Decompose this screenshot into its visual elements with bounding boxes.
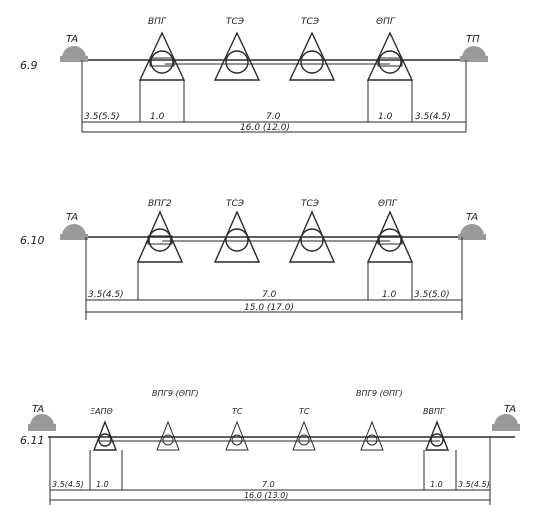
dim-label: 1.0 <box>430 480 443 489</box>
triangle-unit <box>360 420 384 451</box>
triangle-unit <box>225 420 249 451</box>
dim-label: 3.5(5.5) <box>84 112 120 122</box>
triangle-unit <box>424 420 450 451</box>
triangle-unit <box>292 420 316 451</box>
diagram-6-10: 6.10 TA TA ΒΠΓ2 ΤСЭ ΤСЭ <box>20 199 486 320</box>
diagram-6-9: 6.9 TA ТП ΒΠΓ ΤСЭ <box>20 17 488 133</box>
triangle-unit <box>92 420 118 451</box>
dim-label: 1.0 <box>382 290 397 300</box>
unit-label: ΒΒΠΓ <box>423 407 445 416</box>
end-unit-right <box>458 224 486 240</box>
end-unit-left <box>28 414 56 431</box>
unit-label: TA <box>32 404 44 415</box>
unit-label: ТП <box>466 34 480 45</box>
dim-label: 3.5(4.5) <box>415 112 451 122</box>
dim-label: 3.5(4.5) <box>88 290 124 300</box>
end-unit-right <box>492 414 520 431</box>
unit-label: TA <box>66 212 78 223</box>
dim-label: 7.0 <box>262 480 275 489</box>
unit-label: ΤСЭ <box>226 199 245 209</box>
unit-label: ΘΠΓ <box>376 17 396 27</box>
end-unit-right <box>460 46 488 62</box>
unit-label: TA <box>66 34 78 45</box>
triangle-unit <box>213 210 261 263</box>
unit-label: ΒΠΓ9 (ΘΠΓ) <box>356 389 403 398</box>
row-label: 6.9 <box>20 59 38 72</box>
triangle-unit <box>366 31 414 81</box>
row-label: 6.11 <box>20 434 45 447</box>
unit-label: ΤС <box>232 407 243 416</box>
unit-label: TA <box>504 404 516 415</box>
unit-label: ΤСЭ <box>226 17 245 27</box>
triangle-unit <box>213 31 261 81</box>
end-unit-left <box>60 224 88 240</box>
dim-label: 3.5(4.5) <box>458 480 490 489</box>
unit-label: ΒΠΓ9 (ΘΠΓ) <box>152 389 199 398</box>
triangle-unit <box>366 210 414 263</box>
diagram-6-11: 6.11 TA TA ΞΑΠΘ ΒΠΓ9 (ΘΠΓ) ΤС <box>20 389 520 505</box>
total-dim-label: 15.0 (17.0) <box>244 303 294 313</box>
triangle-unit <box>156 420 180 451</box>
total-dim-label: 16.0 (13.0) <box>244 491 288 500</box>
unit-label: ΤСЭ <box>301 17 320 27</box>
end-unit-left <box>60 46 88 62</box>
dim-label: 1.0 <box>150 112 165 122</box>
unit-label: ΤС <box>299 407 310 416</box>
dim-label: 7.0 <box>262 290 277 300</box>
dim-label: 3.5(5.0) <box>414 290 450 300</box>
unit-label: ΞΑΠΘ <box>90 407 114 416</box>
dim-label: 1.0 <box>378 112 393 122</box>
unit-label: ΒΠΓ2 <box>148 199 172 209</box>
triangle-unit <box>138 31 186 81</box>
triangle-unit <box>288 31 336 81</box>
triangle-unit <box>136 210 184 263</box>
unit-label: ΒΠΓ <box>148 17 167 27</box>
unit-label: ΤСЭ <box>301 199 320 209</box>
triangle-unit <box>288 210 336 263</box>
unit-label: TA <box>466 212 478 223</box>
dim-label: 3.5(4.5) <box>52 480 84 489</box>
unit-label: ΘΠΓ <box>378 199 398 209</box>
dim-label: 1.0 <box>96 480 109 489</box>
dim-label: 7.0 <box>266 112 281 122</box>
row-label: 6.10 <box>20 234 45 247</box>
total-dim-label: 16.0 (12.0) <box>240 123 290 133</box>
